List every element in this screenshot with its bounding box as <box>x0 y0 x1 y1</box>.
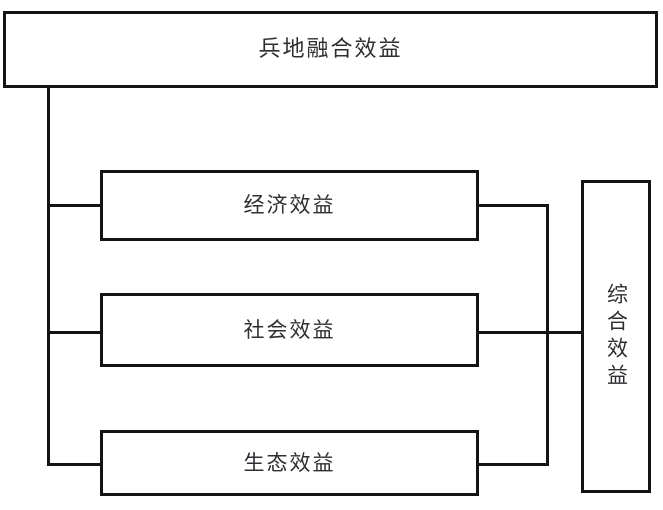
connector-trunk-comprehensive <box>546 331 584 334</box>
connector-left-social <box>47 331 103 334</box>
right-trunk-line <box>546 204 549 466</box>
connector-left-economic <box>47 204 103 207</box>
node-root-label: 兵地融合效益 <box>258 36 403 62</box>
node-economic-label: 经济效益 <box>243 193 336 217</box>
node-root-benefit: 兵地融合效益 <box>3 11 658 88</box>
connector-right-social <box>476 331 549 334</box>
node-comprehensive-benefit: 综合效益 <box>581 180 651 493</box>
node-ecological-label: 生态效益 <box>243 450 336 475</box>
connector-right-ecological <box>476 463 549 466</box>
node-social-label: 社会效益 <box>243 317 336 342</box>
node-economic-benefit: 经济效益 <box>100 170 479 241</box>
node-comprehensive-label: 综合效益 <box>604 282 629 391</box>
node-social-benefit: 社会效益 <box>100 293 479 367</box>
left-trunk-line <box>47 88 50 466</box>
node-ecological-benefit: 生态效益 <box>100 430 479 496</box>
connector-left-ecological <box>47 463 103 466</box>
connector-right-economic <box>476 204 549 207</box>
